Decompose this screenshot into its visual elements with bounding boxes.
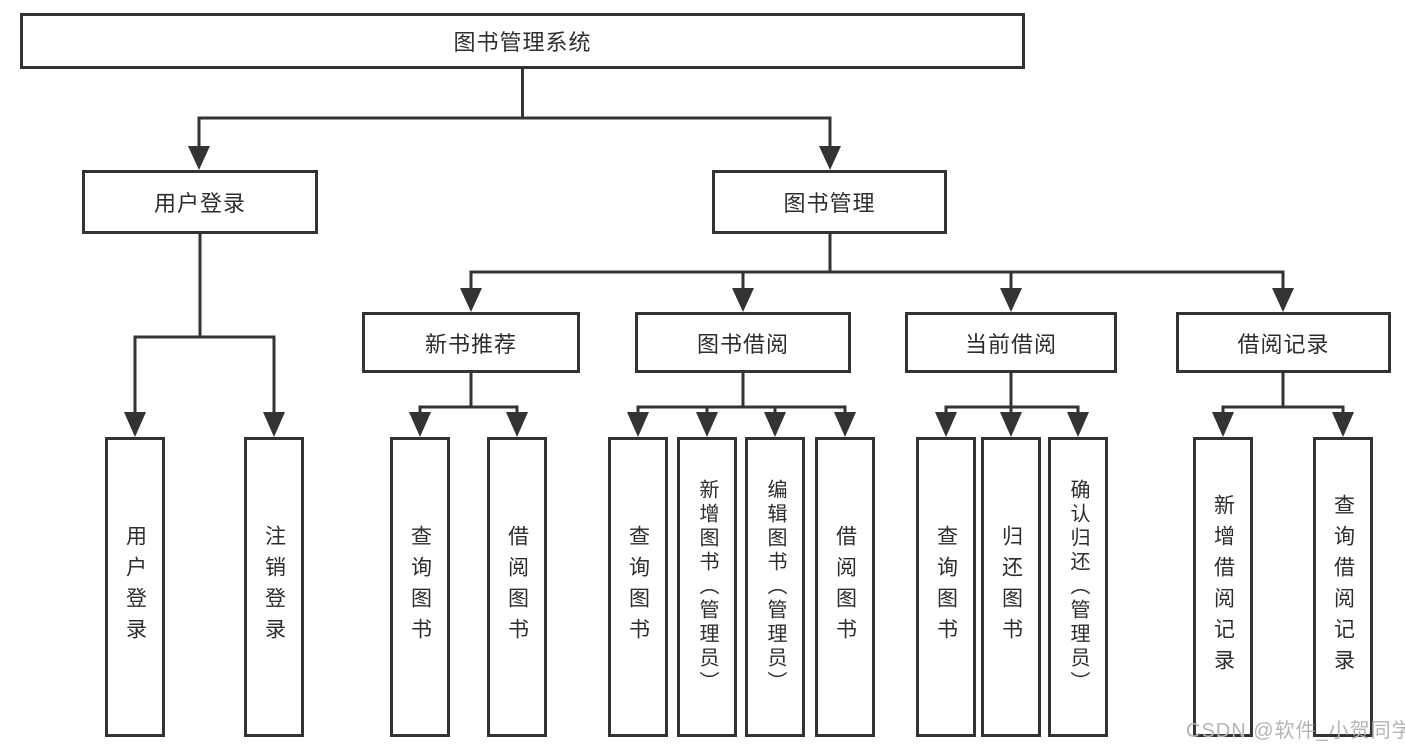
leaf-add-book-admin: 新增图书（管理员）: [677, 437, 737, 737]
leaf-query-borrow-record: 查询借阅记录: [1313, 437, 1373, 737]
connector-book-borrow-branch: [627, 371, 856, 437]
node-new-book-recommend: 新书推荐: [362, 312, 580, 373]
leaf-add-borrow-record: 新增借阅记录: [1193, 437, 1253, 737]
leaf-query-books-2: 查询图书: [608, 437, 668, 737]
node-book-borrowing: 图书借阅: [635, 312, 851, 373]
leaf-query-books-3: 查询图书: [916, 437, 976, 737]
node-user-login: 用户登录: [82, 170, 318, 234]
connector-root: [188, 66, 841, 170]
node-current-borrowing: 当前借阅: [905, 312, 1117, 373]
leaf-borrow-books-1: 借阅图书: [487, 437, 547, 737]
leaf-query-books-1: 查询图书: [390, 437, 450, 737]
leaf-return-books: 归还图书: [981, 437, 1041, 737]
node-borrowing-records: 借阅记录: [1176, 312, 1391, 373]
leaf-user-login: 用户登录: [105, 437, 165, 737]
node-book-management: 图书管理: [712, 170, 947, 234]
connector-user-login-branch: [124, 232, 285, 437]
connector-current-borrow-branch: [935, 371, 1089, 437]
connector-new-book-rec-branch: [409, 371, 528, 437]
connector-borrow-records-branch: [1212, 371, 1354, 437]
watermark-text: CSDN @软件_小贺同学: [1186, 720, 1405, 742]
node-root: 图书管理系统: [20, 13, 1025, 69]
connector-book-mgmt-branch: [460, 232, 1294, 312]
leaf-logout: 注销登录: [244, 437, 304, 737]
leaf-borrow-books-2: 借阅图书: [815, 437, 875, 737]
leaf-confirm-return-admin: 确认归还（管理员）: [1048, 437, 1108, 737]
leaf-edit-book-admin: 编辑图书（管理员）: [745, 437, 805, 737]
